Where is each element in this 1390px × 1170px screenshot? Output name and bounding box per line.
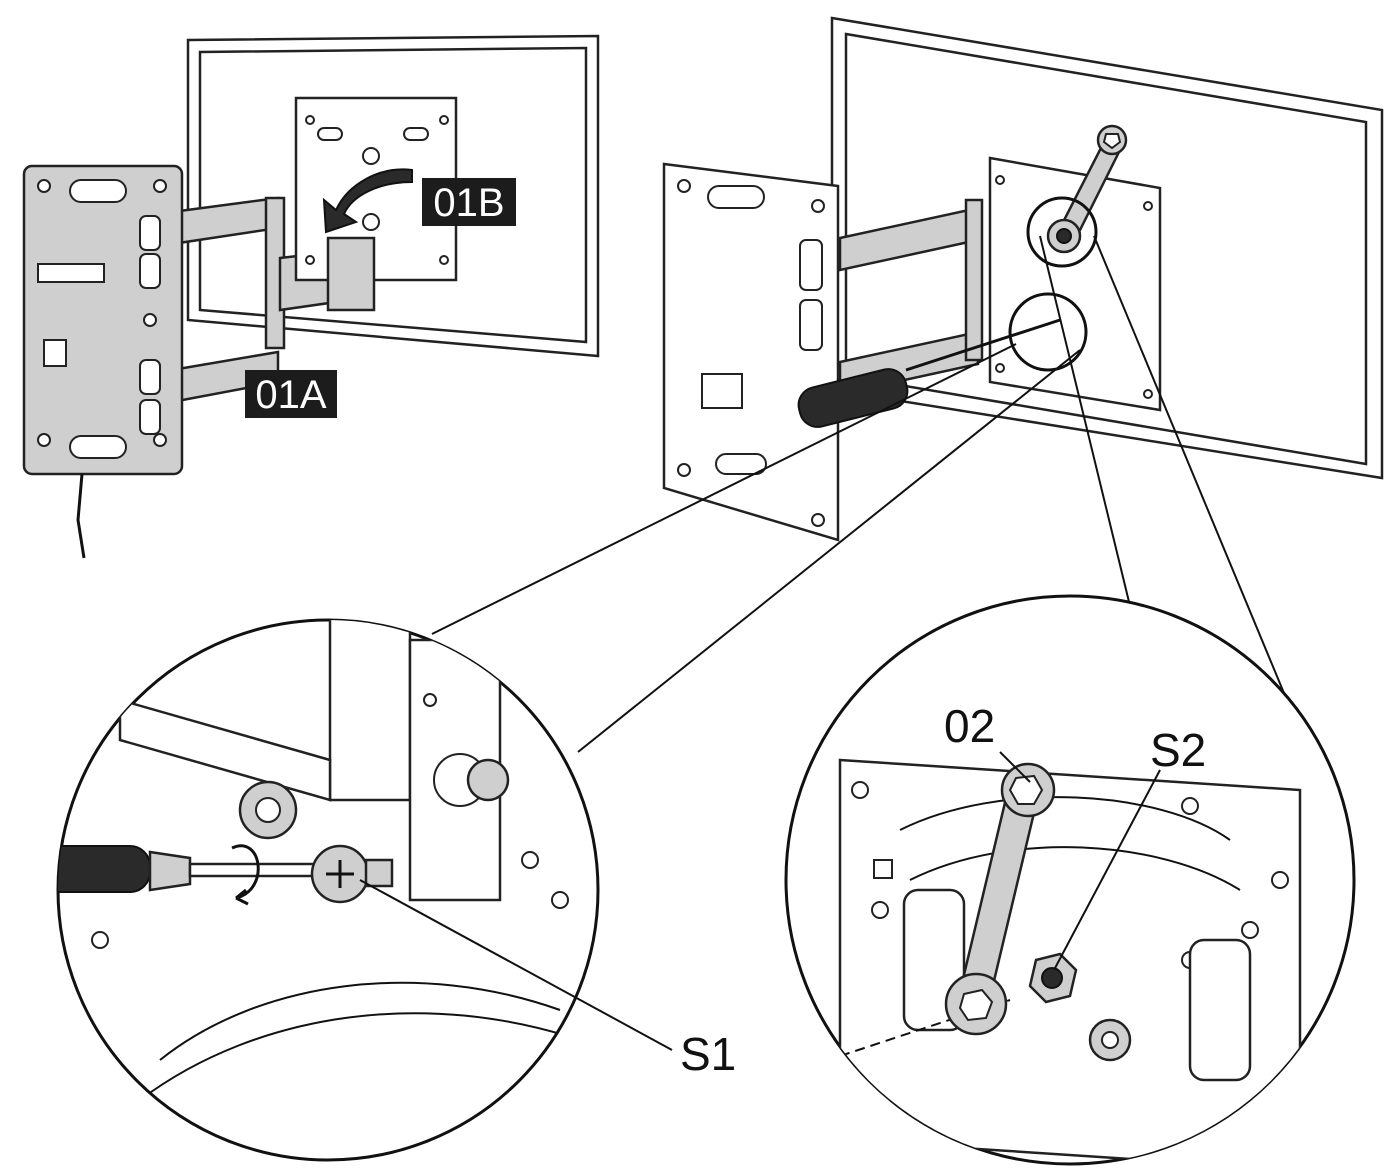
right-assembly bbox=[662, 16, 1384, 542]
zoom-circle-upper bbox=[1026, 196, 1098, 268]
step-tag-01b: 01B bbox=[422, 178, 516, 226]
left-assembly bbox=[22, 34, 600, 559]
curved-arrow-icon bbox=[322, 168, 413, 234]
detail-callout-s1: S1 bbox=[56, 618, 736, 1162]
step-tag-01a: 01A bbox=[245, 370, 337, 418]
wrench-icon bbox=[1046, 124, 1128, 254]
screw-s2 bbox=[1028, 952, 1078, 1004]
tv-bracket-right bbox=[988, 156, 1162, 412]
step-tag-01b-text: 01B bbox=[433, 181, 504, 225]
rotate-arrow-icon bbox=[231, 844, 260, 906]
callout-label-02: 02 bbox=[944, 700, 995, 752]
zoom-circle-lower bbox=[1008, 292, 1088, 372]
wall-plate-left bbox=[22, 164, 184, 476]
screwdriver-icon bbox=[797, 318, 1061, 428]
screw-s1 bbox=[310, 844, 394, 904]
tv-bracket-left bbox=[294, 96, 458, 312]
callout-label-s2: S2 bbox=[1150, 724, 1206, 776]
wrench-icon bbox=[944, 762, 1056, 1036]
wall-plate-right bbox=[662, 162, 840, 542]
detail-callout-s2: 02 S2 bbox=[784, 594, 1356, 1166]
callout-label-s1: S1 bbox=[680, 1028, 736, 1080]
step-tag-01a-text: 01A bbox=[255, 373, 326, 417]
screwdriver-icon bbox=[58, 845, 332, 893]
zoom-leaders bbox=[431, 235, 1297, 753]
power-cable bbox=[76, 473, 86, 559]
